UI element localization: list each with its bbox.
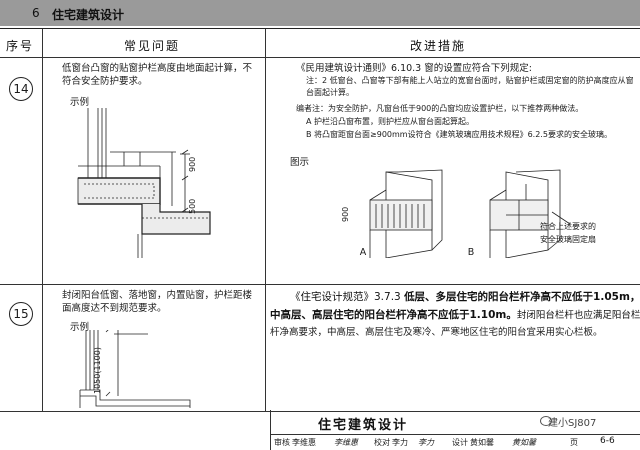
row-divider (0, 284, 640, 285)
header-row-divider (0, 57, 640, 58)
column-header-measure: 改进措施 (410, 39, 467, 53)
row-number-14: 14 (9, 77, 33, 101)
title-block-left-edge (270, 410, 271, 450)
editor-note-14: 编者注：为安全防护，凡窗台低于900的凸窗均应设置护栏，以下推荐两种做法。 (296, 104, 584, 113)
figure-callout-1: 符合上述要求的 (540, 222, 596, 231)
col-divider-2 (265, 29, 266, 411)
check-label: 校对 (374, 438, 390, 447)
figure-dim-900: 900 (341, 206, 350, 222)
measure-note-14: 注：2 低窗台、凸窗等下部有能上人站立的宽窗台面时，贴窗护栏或固定窗的防护高度应… (306, 76, 634, 97)
reviewer-signature: 李维惠 (334, 438, 358, 447)
page-label: 页 (570, 438, 578, 447)
example-label-14: 示例 (70, 97, 90, 108)
figure-label-b: B (467, 247, 475, 258)
measure-rule-1: 低层、多层住宅的阳台栏杆净高不应低于1.05m， (404, 291, 640, 303)
bay-window-figures (369, 169, 571, 258)
dim-1050-row15: 1050(1100) (93, 347, 102, 394)
column-header-problem: 常见问题 (124, 39, 181, 53)
problem-text-15: 封闭阳台低窗、落地窗，内置贴窗，护栏距楼面高度达不到规范要求。 (62, 290, 253, 314)
measure-code-ref: 《住宅设计规范》3.7.3 (290, 291, 405, 303)
section-header: 6 住宅建筑设计 (0, 0, 640, 26)
checker-name: 李力 (392, 438, 408, 447)
reviewer-name: 李维惠 (292, 438, 316, 447)
section-title: 住宅建筑设计 (52, 8, 125, 22)
measure-line1-15: 《住宅设计规范》3.7.3 低层、多层住宅的阳台栏杆净高不应低于1.05m， (290, 288, 640, 306)
section-number: 6 (32, 6, 40, 20)
wechat-icon (540, 416, 552, 426)
dim-900-row14: 900 (188, 156, 197, 172)
measure-rule-3: 封闭阳台栏杆也应满足阳台栏 (516, 310, 640, 321)
content-table: 序号 常见问题 改进措施 (0, 28, 640, 420)
design-label: 设计 (452, 438, 468, 447)
table-bottom (0, 411, 640, 412)
measure-line3-15: 杆净高要求，中高层、高层住宅及寒冷、严寒地区住宅的阳台宜采用实心栏板。 (270, 327, 603, 338)
figure-label-14: 图示 (290, 157, 310, 168)
option-a-14: A 护栏沿凸窗布置，则护栏应从窗台面起算起。 (306, 117, 475, 126)
figure-callout-2: 安全玻璃固定扇 (540, 235, 596, 244)
checker-signature: 李力 (418, 438, 434, 447)
designer-signature: 黄如馨 (512, 438, 536, 447)
bay-window-section-drawing (77, 108, 211, 258)
problem-text-14: 低窗台凸窗的贴窗护栏高度由地面起计算，不符合安全防护要求。 (62, 63, 253, 87)
measure-title-14: 《民用建筑设计通则》6.10.3 窗的设置应符合下列规定: (296, 63, 532, 74)
footer-title: 住宅建筑设计 (318, 418, 409, 433)
balcony-section-drawing (79, 330, 191, 408)
col-divider-1 (42, 29, 43, 411)
dim-500-row14: 500 (188, 198, 197, 214)
page-number: 6-6 (600, 436, 615, 446)
measure-line2-15: 中高层、高层住宅的阳台栏杆净高不应低于1.10m。封闭阳台栏杆也应满足阳台栏 (270, 306, 640, 325)
title-block (0, 410, 640, 450)
measure-rule-2: 中高层、高层住宅的阳台栏杆净高不应低于1.10m。 (270, 309, 517, 321)
designer-name: 黄如馨 (470, 438, 494, 447)
title-block-divider (270, 434, 640, 435)
figure-label-a: A (359, 247, 367, 258)
review-label: 审核 (274, 438, 290, 447)
row-number-15: 15 (9, 302, 33, 326)
watermark: 建小SJ807 (548, 418, 597, 429)
option-b-14: B 将凸窗距窗台面≥900mm设符合《建筑玻璃应用技术规程》6.2.5要求的安全… (306, 130, 612, 139)
example-label-15: 示例 (70, 322, 90, 333)
column-header-number: 序号 (6, 39, 35, 53)
